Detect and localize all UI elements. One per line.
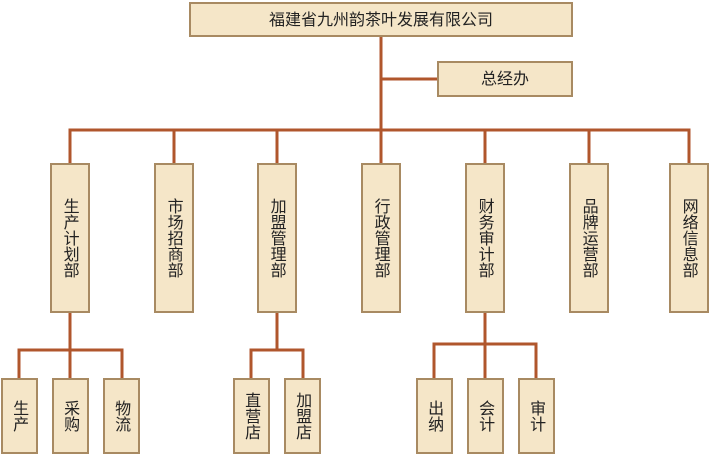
company-name: 福建省九州韵茶叶发展有限公司 bbox=[268, 9, 493, 29]
sub-unit-production: 生产 bbox=[1, 378, 38, 454]
dept-label: 网络信息部 bbox=[679, 198, 699, 278]
dept-label: 行政管理部 bbox=[371, 198, 391, 278]
sub-unit-direct-store: 直营店 bbox=[233, 378, 270, 454]
office-box: 总经办 bbox=[437, 61, 573, 97]
office-name: 总经办 bbox=[480, 69, 529, 89]
dept-franchise-management: 加盟管理部 bbox=[257, 163, 297, 313]
dept-label: 加盟管理部 bbox=[267, 198, 287, 278]
dept-network-information: 网络信息部 bbox=[669, 163, 709, 313]
dept-label: 财务审计部 bbox=[475, 198, 495, 278]
sub-unit-label: 出纳 bbox=[425, 400, 445, 432]
sub-unit-label: 采购 bbox=[61, 400, 81, 432]
sub-unit-cashier: 出纳 bbox=[416, 378, 453, 454]
dept-finance-audit: 财务审计部 bbox=[465, 163, 505, 313]
sub-unit-label: 生产 bbox=[10, 400, 30, 432]
sub-unit-accounting: 会计 bbox=[467, 378, 504, 454]
sub-unit-label: 加盟店 bbox=[293, 392, 313, 440]
sub-unit-label: 直营店 bbox=[242, 392, 262, 440]
dept-administration: 行政管理部 bbox=[361, 163, 401, 313]
dept-production-planning: 生产计划部 bbox=[50, 163, 90, 313]
sub-unit-label: 物流 bbox=[112, 400, 132, 432]
sub-unit-label: 审计 bbox=[527, 400, 547, 432]
sub-unit-purchasing: 采购 bbox=[52, 378, 89, 454]
dept-label: 生产计划部 bbox=[60, 198, 80, 278]
company-box: 福建省九州韵茶叶发展有限公司 bbox=[189, 2, 573, 37]
dept-label: 品牌运营部 bbox=[579, 198, 599, 278]
dept-label: 市场招商部 bbox=[164, 198, 184, 278]
sub-unit-label: 会计 bbox=[476, 400, 496, 432]
sub-unit-audit: 审计 bbox=[518, 378, 555, 454]
dept-brand-operations: 品牌运营部 bbox=[569, 163, 609, 313]
sub-unit-franchise-store: 加盟店 bbox=[284, 378, 321, 454]
sub-unit-logistics: 物流 bbox=[103, 378, 140, 454]
dept-market-investment: 市场招商部 bbox=[154, 163, 194, 313]
